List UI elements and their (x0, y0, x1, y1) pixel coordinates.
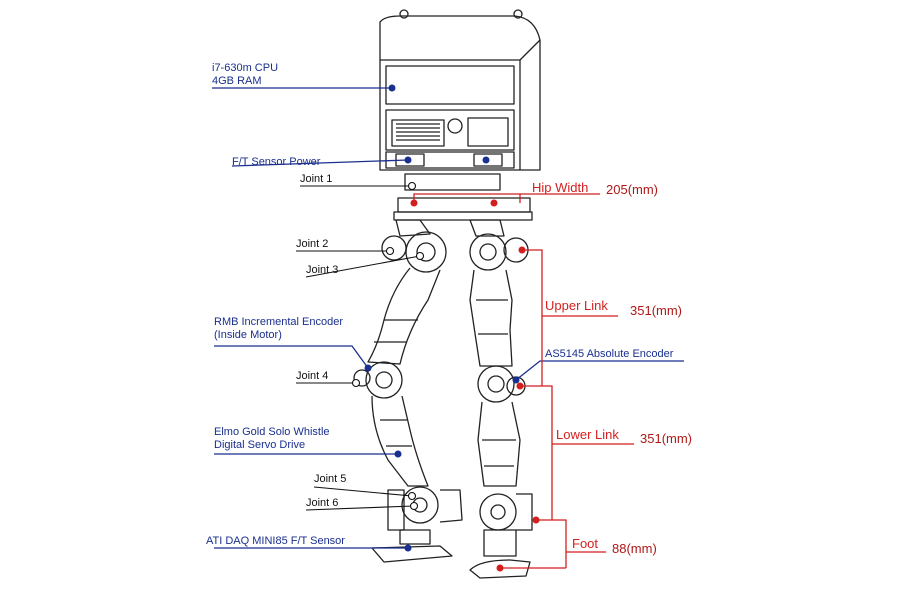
cpu-label: i7-630m CPU 4GB RAM (212, 62, 278, 88)
hip-width-label: Hip Width (532, 180, 589, 195)
blue-leaders (212, 87, 684, 549)
rmb-line-2: (Inside Motor) (214, 329, 282, 341)
rmb-line-1: RMB Incremental Encoder (214, 316, 343, 328)
ati-sensor-label: ATI DAQ MINI85 F/T Sensor (206, 535, 345, 547)
cpu-line-1: i7-630m CPU (212, 62, 279, 74)
elmo-line-1: Elmo Gold Solo Whistle (214, 426, 330, 438)
joint-6-label: Joint 6 (306, 497, 339, 509)
hip-width-value: 205(mm) (606, 182, 659, 197)
ft-sensor-power-label: F/T Sensor Power (232, 156, 321, 168)
joint-markers (351, 181, 425, 511)
joint-1-label: Joint 1 (300, 173, 333, 185)
blue-markers (364, 84, 520, 552)
cpu-line-2: 4GB RAM (212, 75, 262, 87)
joint-3-label: Joint 3 (306, 264, 339, 276)
elmo-drive-label: Elmo Gold Solo Whistle Digital Servo Dri… (214, 426, 330, 452)
joint-5-label: Joint 5 (314, 473, 347, 485)
joint-2-label: Joint 2 (296, 238, 329, 250)
rmb-encoder-label: RMB Incremental Encoder (Inside Motor) (214, 316, 343, 342)
elmo-line-2: Digital Servo Drive (214, 439, 306, 451)
foot-label: Foot (572, 536, 599, 551)
electronics-box (379, 9, 541, 171)
upper-link-label: Upper Link (545, 298, 608, 313)
lower-link-value: 351(mm) (640, 431, 693, 446)
red-dimension-markers (410, 199, 540, 572)
as5145-encoder-label: AS5145 Absolute Encoder (545, 348, 674, 360)
foot-value: 88(mm) (612, 541, 657, 556)
black-leaders (296, 185, 421, 511)
joint-4-label: Joint 4 (296, 370, 329, 382)
hip-frame (393, 173, 533, 221)
upper-link-value: 351(mm) (630, 303, 683, 318)
red-dimension-lines (413, 193, 634, 569)
left-leg (353, 219, 463, 563)
lower-link-label: Lower Link (556, 427, 619, 442)
right-leg (469, 219, 533, 579)
